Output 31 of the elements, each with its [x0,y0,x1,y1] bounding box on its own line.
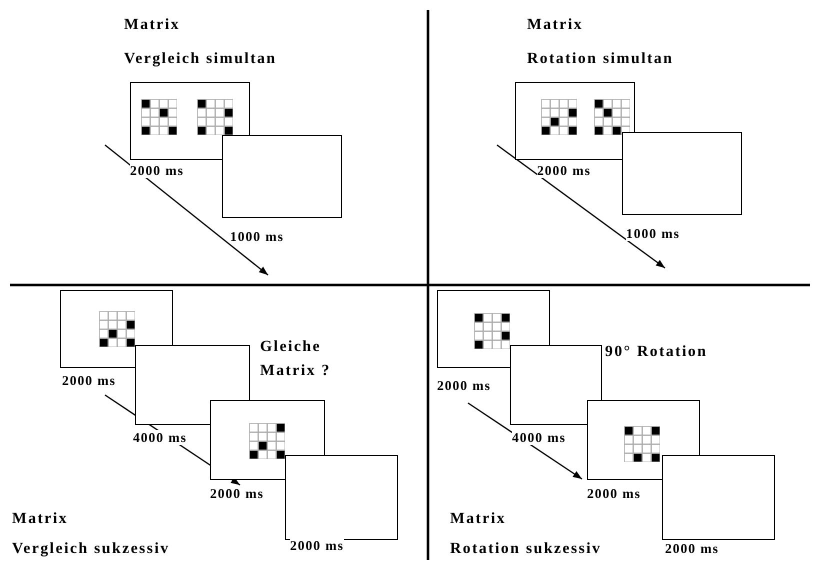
duration-label: 4000 ms [512,430,566,445]
matrix-drawing [594,99,630,135]
panel-label: Vergleich simultan [124,50,277,68]
matrix-drawing [249,423,285,459]
duration-label: 2000 ms [437,378,491,393]
matrix-drawing [541,99,577,135]
matrix-drawing [141,99,177,135]
screen-frame [510,345,602,425]
duration-label: 1000 ms [626,226,680,241]
panel-label: Vergleich sukzessiv [12,540,170,558]
screen-frame [662,455,775,540]
screen-frame [222,135,342,218]
duration-label: 4000 ms [133,430,187,445]
screen-frame [622,132,742,215]
screen-frame [130,82,250,160]
screen-frame [60,290,173,368]
duration-label: 1000 ms [230,229,284,244]
screen-frame [515,82,635,160]
screen-frame [437,290,550,368]
duration-label: 2000 ms [290,538,344,553]
matrix-drawing [99,311,135,347]
screen-frame [285,455,398,540]
duration-label: 2000 ms [210,486,264,501]
duration-label: 2000 ms [130,163,184,178]
matrix-drawing [624,426,660,462]
duration-label: 2000 ms [665,541,719,556]
matrix-drawing [474,313,510,349]
duration-label: 2000 ms [587,486,641,501]
duration-label: 2000 ms [537,163,591,178]
duration-label: 2000 ms [62,373,116,388]
matrix-drawing [197,99,233,135]
